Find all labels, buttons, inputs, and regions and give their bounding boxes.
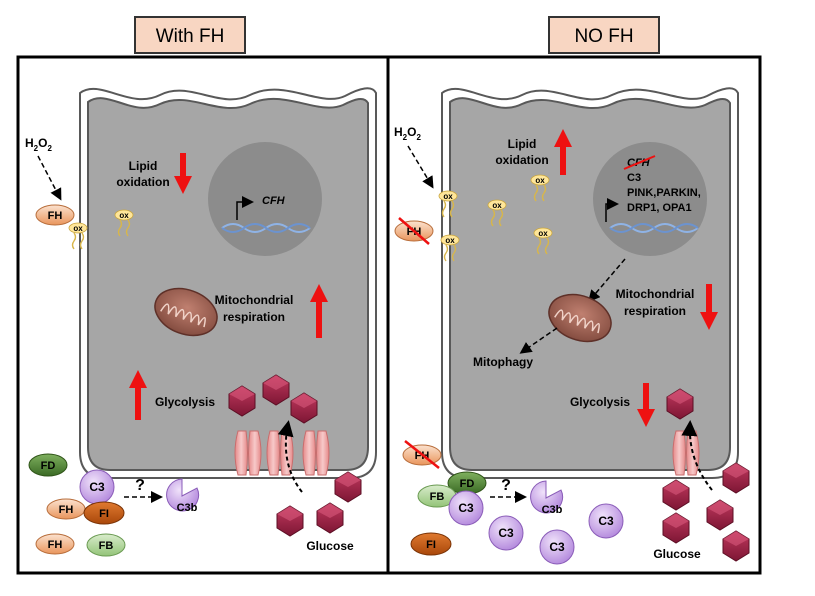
- right-c3-3: [488, 515, 524, 551]
- right-nucleus-mito-arrow: [588, 258, 626, 303]
- left-lipid-label-1: Lipid: [129, 159, 158, 173]
- right-mitophagy-label: Mitophagy: [473, 355, 533, 369]
- svg-text:ox: ox: [492, 201, 502, 210]
- svg-text:ox: ox: [73, 224, 83, 233]
- right-gene-line2: PINK,PARKIN,: [627, 187, 701, 199]
- right-promoter-arrow: [605, 198, 619, 222]
- right-title-box: [548, 16, 660, 54]
- right-mitophagy-arrow: [519, 327, 558, 354]
- svg-text:C3: C3: [89, 480, 105, 494]
- right-mitochondrion: [548, 293, 612, 343]
- svg-text:ox: ox: [538, 229, 548, 238]
- left-promoter-arrow: [236, 196, 254, 220]
- right-gene-cfh-strike: [623, 155, 656, 170]
- left-mito-up-arrow: [310, 284, 328, 338]
- right-c3-4: [539, 529, 575, 565]
- right-lipid-up-arrow: [554, 129, 572, 175]
- svg-text:ox: ox: [443, 192, 453, 201]
- svg-text:C3: C3: [498, 526, 514, 540]
- left-fi: [83, 501, 125, 525]
- right-glucose-uptake-arrow: [681, 420, 713, 491]
- right-gene-line3: DRP1, OPA1: [627, 202, 692, 214]
- right-fh-crossed-strike: [404, 440, 440, 469]
- left-mito-label-2: respiration: [223, 310, 285, 324]
- left-glycolysis-label: Glycolysis: [155, 395, 215, 409]
- right-h2o2: H2O2: [394, 125, 421, 142]
- right-mito-label-1: Mitochondrial: [616, 287, 695, 301]
- left-lipid-label-2: oxidation: [116, 175, 169, 189]
- svg-text:C3: C3: [549, 540, 565, 554]
- svg-text:FD: FD: [41, 460, 56, 472]
- left-title-box: [134, 16, 246, 54]
- svg-text:C3: C3: [598, 514, 614, 528]
- left-oxidized-lipid-membrane: ox: [68, 222, 88, 250]
- right-mito-label-2: respiration: [624, 304, 686, 318]
- svg-text:C3: C3: [458, 501, 474, 515]
- svg-text:FB: FB: [99, 540, 114, 552]
- right-c3b: [530, 480, 564, 514]
- left-fb: [86, 533, 126, 557]
- right-oxidized-lipid-2: ox: [440, 234, 460, 262]
- right-oxidized-lipid-3: ox: [487, 199, 507, 227]
- left-fh-2: [35, 533, 75, 555]
- left-lipid-down-arrow: [174, 153, 192, 194]
- svg-text:ox: ox: [119, 211, 129, 220]
- left-fh-membrane: [35, 204, 75, 226]
- left-mito-label-1: Mitochondrial: [215, 293, 294, 307]
- right-glycolysis-down-arrow: [637, 383, 655, 427]
- svg-text:FH: FH: [48, 539, 63, 551]
- left-oxidized-lipid-cytosol: ox: [114, 209, 134, 237]
- svg-text:FH: FH: [59, 504, 74, 516]
- svg-text:C3b: C3b: [542, 504, 563, 516]
- left-gene-label: CFH: [262, 195, 286, 207]
- right-lipid-label-2: oxidation: [495, 153, 548, 167]
- right-c3-1: [448, 490, 484, 526]
- right-gene-c3: C3: [627, 172, 641, 184]
- left-glucose-uptake-arrow: [277, 420, 303, 493]
- right-c3-2: [588, 503, 624, 539]
- right-glycolysis-label: Glycolysis: [570, 395, 630, 409]
- svg-text:FI: FI: [426, 539, 436, 551]
- svg-text:FD: FD: [460, 478, 475, 490]
- left-nucleus: [208, 142, 322, 256]
- right-mito-down-arrow: [700, 284, 718, 330]
- left-glucose-label: Glucose: [306, 539, 354, 553]
- right-lipid-label-1: Lipid: [508, 137, 537, 151]
- svg-text:FB: FB: [430, 491, 445, 503]
- left-h2o2: H2O2: [25, 136, 52, 153]
- right-title: NO FH: [574, 26, 633, 47]
- svg-text:ox: ox: [535, 176, 545, 185]
- left-panel: With FH CFH H2O2 FH ox ox Lipid oxidatio…: [16, 16, 390, 575]
- right-fi: [410, 532, 452, 556]
- right-panel: NO FH CFH C3 PINK,PARKIN, DRP1, OPA1 H2O…: [386, 16, 762, 575]
- right-fh-membrane-strike: [398, 217, 430, 245]
- left-title: With FH: [156, 26, 225, 47]
- left-fd: [28, 453, 68, 477]
- right-oxidized-lipid-1: ox: [438, 190, 458, 218]
- svg-text:C3b: C3b: [177, 502, 198, 514]
- left-question-mark: ?: [135, 477, 145, 494]
- left-glycolysis-up-arrow: [129, 370, 147, 420]
- left-cell: [87, 97, 369, 471]
- right-glucose-label: Glucose: [653, 547, 701, 561]
- left-c3b: [166, 478, 200, 512]
- right-oxidized-lipid-4: ox: [530, 174, 550, 202]
- right-oxidized-lipid-5: ox: [533, 227, 553, 255]
- svg-text:FI: FI: [99, 508, 109, 520]
- right-question-mark: ?: [501, 477, 511, 494]
- svg-text:FH: FH: [48, 210, 63, 222]
- left-mitochondrion: [154, 287, 218, 337]
- svg-text:ox: ox: [445, 236, 455, 245]
